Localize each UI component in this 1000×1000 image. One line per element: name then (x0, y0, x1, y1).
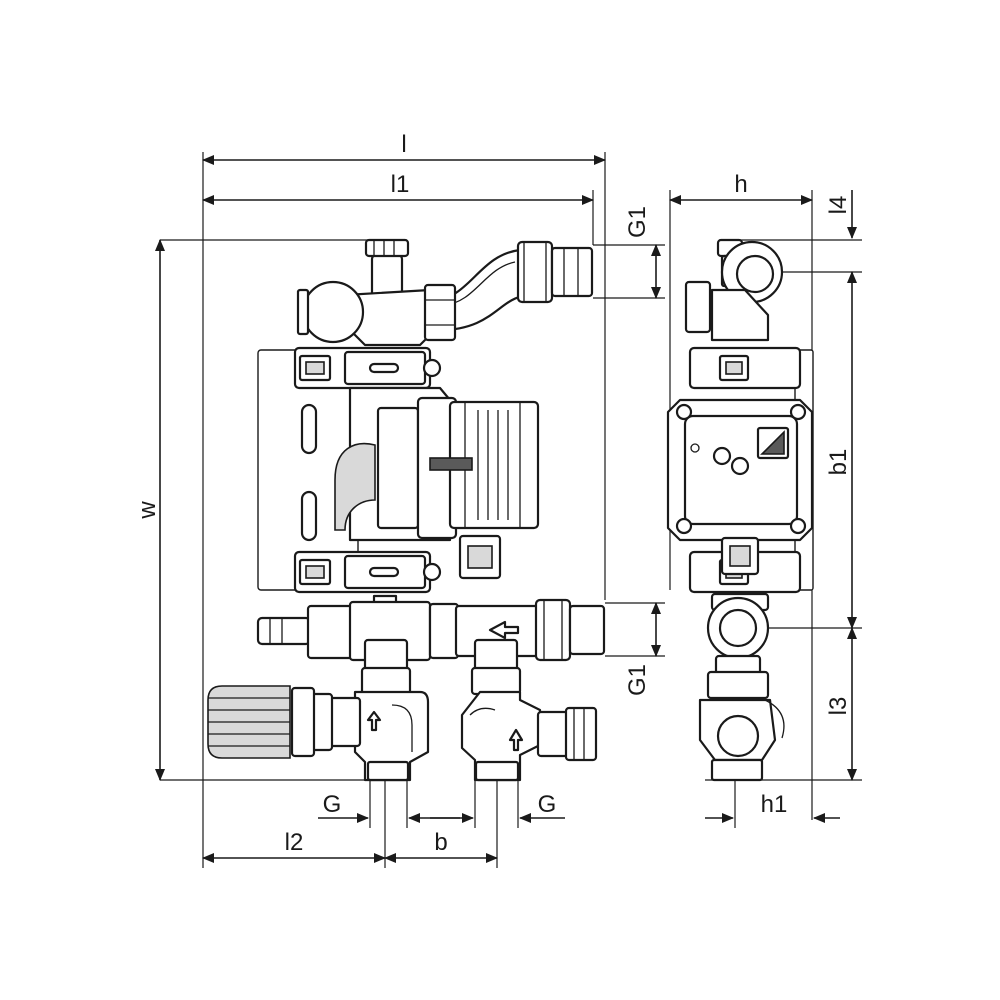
dimension-labels: l l1 w l2 b G G G1 G1 h l4 b1 l3 h1 (134, 131, 852, 856)
side-top-fittings (684, 238, 784, 342)
lower-manifold (256, 598, 606, 662)
side-view (666, 190, 862, 828)
dim-label-b1: b1 (825, 449, 852, 476)
upper-clamp (293, 346, 442, 390)
side-pump-head (666, 398, 814, 576)
dim-label-l: l (401, 131, 406, 158)
side-lower-fittings (698, 592, 785, 782)
top-manifold (296, 238, 457, 347)
dimension-lines (155, 155, 857, 863)
dim-label-l2: l2 (285, 829, 304, 856)
dim-label-l4: l4 (825, 196, 852, 215)
valve-risers (360, 638, 522, 696)
dim-label-g-left: G (323, 791, 342, 818)
lower-clamp (293, 550, 442, 594)
balancing-valve (460, 690, 598, 782)
dim-label-h: h (734, 171, 747, 198)
dim-label-h1: h1 (761, 791, 788, 818)
front-view (160, 152, 665, 868)
dim-label-g1-bottom: G1 (624, 664, 651, 696)
dim-label-b: b (434, 829, 447, 856)
dim-label-g-right: G (538, 791, 557, 818)
thermostatic-mixing-valve (207, 685, 430, 782)
dim-label-l3: l3 (825, 697, 852, 716)
circulation-pump (334, 386, 540, 580)
dim-label-l1: l1 (391, 171, 410, 198)
dim-label-w: w (134, 501, 161, 520)
dim-label-g1-top: G1 (624, 206, 651, 238)
